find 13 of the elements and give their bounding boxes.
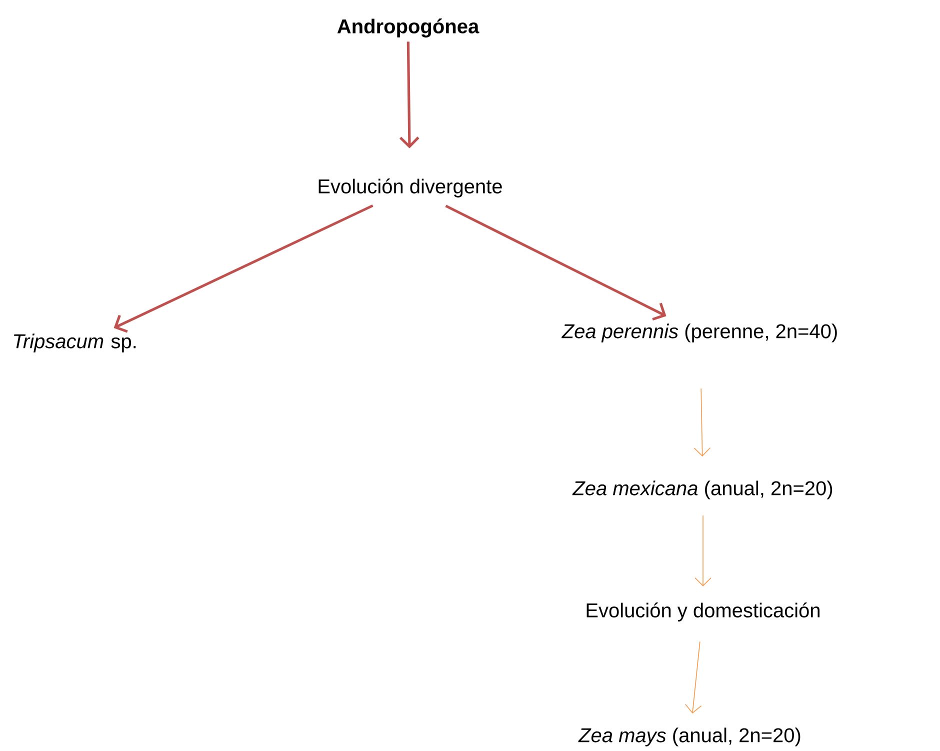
text-label: Zea mays (anual, 2n=20): [578, 728, 800, 746]
text-label: Evolución divergente: [318, 178, 502, 198]
arrow: [684, 641, 702, 714]
text-label: Tripsacum sp.: [14, 334, 136, 352]
arrow: [445, 204, 666, 321]
arrow: [399, 42, 420, 148]
text-label: Zea mexicana (anual, 2n=20): [572, 480, 832, 500]
text-label: Evolución y domesticación: [586, 602, 820, 622]
text-label: Andropogónea: [337, 18, 480, 38]
arrow: [694, 388, 711, 456]
text-label: Zea perennis (perenne, 2n=40): [561, 324, 837, 342]
arrow: [114, 204, 374, 333]
arrow: [694, 515, 712, 586]
